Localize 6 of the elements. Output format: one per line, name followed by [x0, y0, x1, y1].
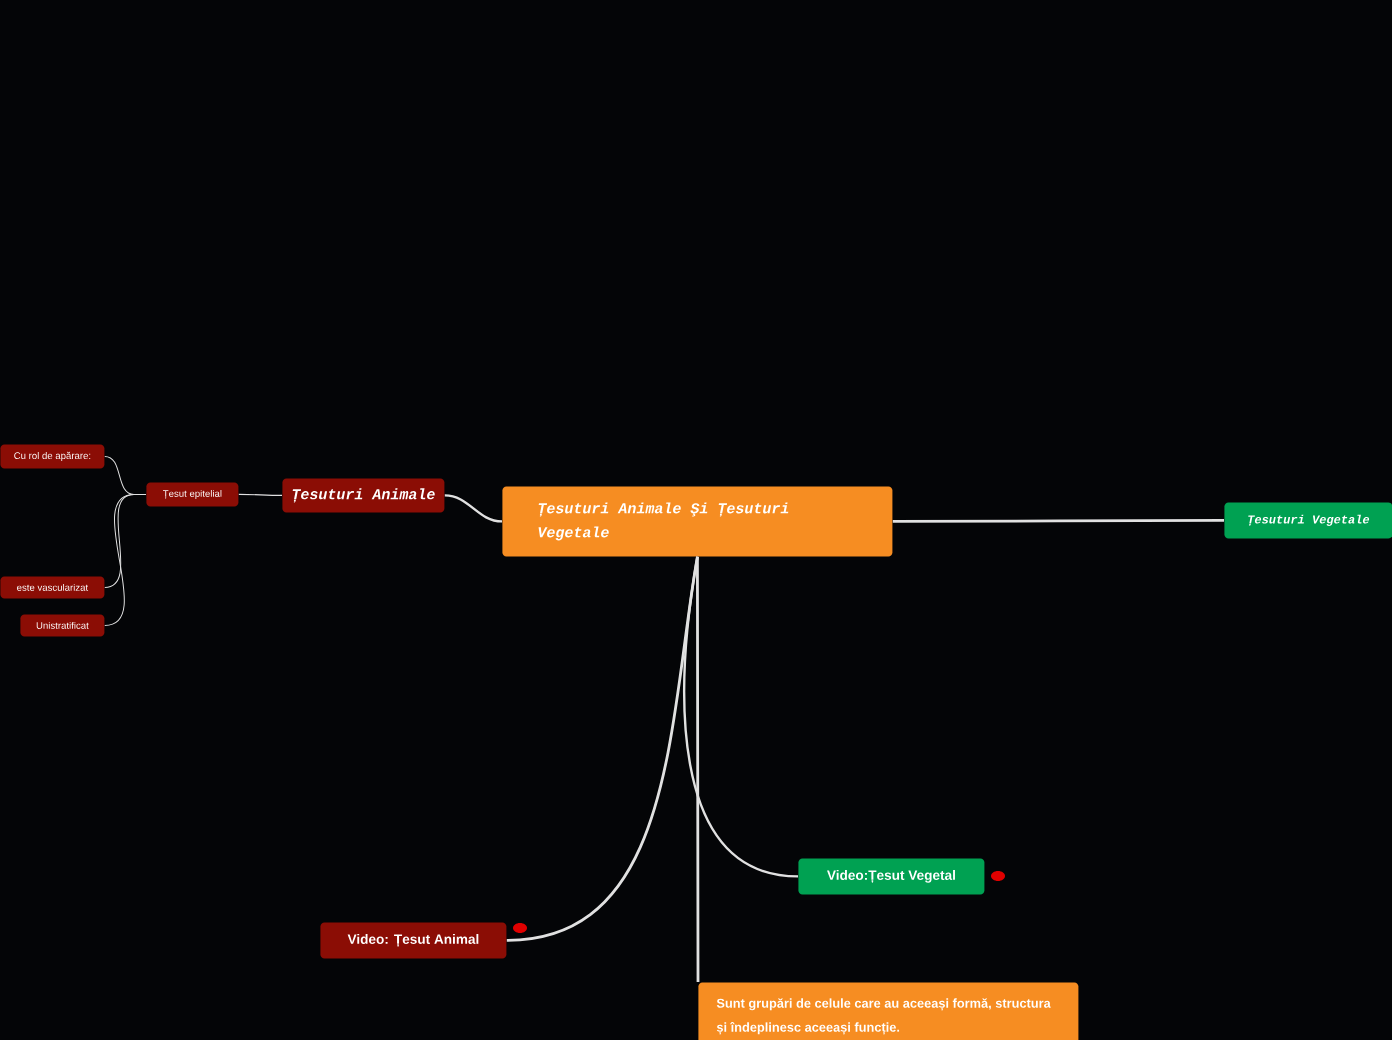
connector	[104, 493, 147, 626]
connector	[506, 556, 699, 942]
connector	[696, 556, 700, 983]
connector	[444, 494, 503, 523]
connector	[238, 493, 283, 496]
connector	[892, 519, 1224, 523]
